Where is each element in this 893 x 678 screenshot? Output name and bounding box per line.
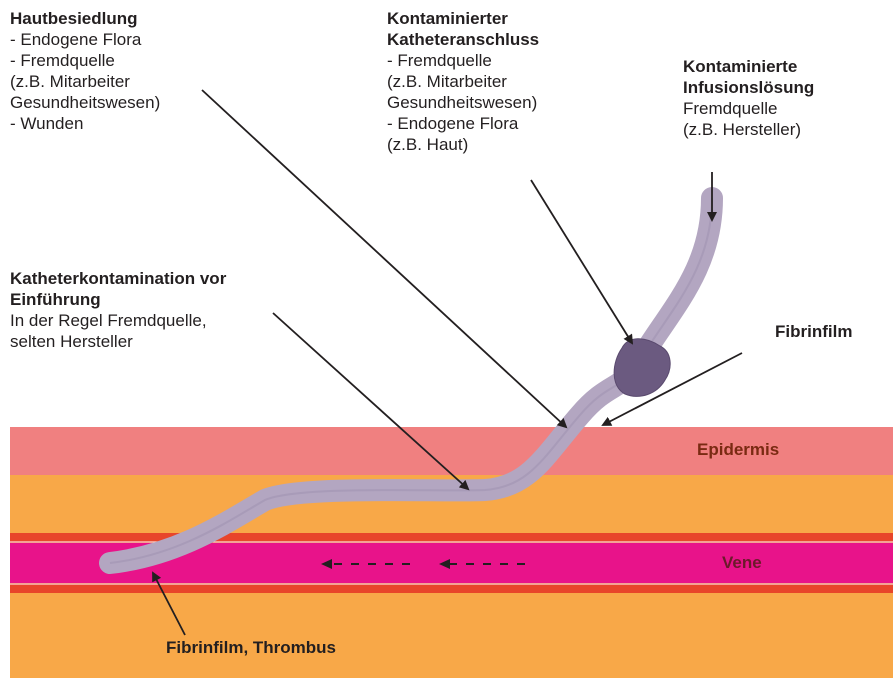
layer-label-epidermis: Epidermis <box>697 440 779 460</box>
label-line: Fremdquelle <box>683 98 814 119</box>
label-katheteranschluss-title-1: Kontaminierter <box>387 8 539 29</box>
label-infusionsloesung-title-1: Kontaminierte <box>683 56 814 77</box>
label-line: Gesundheitswesen) <box>387 92 539 113</box>
label-fibrinfilm-title: Fibrinfilm <box>775 321 852 342</box>
label-line: - Fremdquelle <box>10 50 160 71</box>
label-line: - Endogene Flora <box>10 29 160 50</box>
catheter-hub <box>614 339 670 397</box>
label-fibrinfilm: Fibrinfilm <box>775 321 852 342</box>
label-line: (z.B. Haut) <box>387 134 539 155</box>
label-line: (z.B. Hersteller) <box>683 119 814 140</box>
label-katheteranschluss: Kontaminierter Katheteranschluss - Fremd… <box>387 8 539 155</box>
label-line: (z.B. Mitarbeiter <box>10 71 160 92</box>
label-line: In der Regel Fremdquelle, <box>10 310 226 331</box>
label-katheterkontamination-title-2: Einführung <box>10 289 226 310</box>
label-infusionsloesung: Kontaminierte Infusionslösung Fremdquell… <box>683 56 814 140</box>
label-line: - Endogene Flora <box>387 113 539 134</box>
layer-label-vene: Vene <box>722 553 762 573</box>
label-fibrinfilm-thrombus-title: Fibrinfilm, Thrombus <box>166 637 336 658</box>
label-line: selten Hersteller <box>10 331 226 352</box>
label-line: (z.B. Mitarbeiter <box>387 71 539 92</box>
tissue-layer-lower <box>10 593 893 678</box>
arrow-katheteranschluss <box>531 180 632 343</box>
label-fibrinfilm-thrombus: Fibrinfilm, Thrombus <box>166 637 336 658</box>
label-line: - Fremdquelle <box>387 50 539 71</box>
label-hautbesiedlung: Hautbesiedlung - Endogene Flora - Fremdq… <box>10 8 160 134</box>
label-line: - Wunden <box>10 113 160 134</box>
label-katheterkontamination-title-1: Katheterkontamination vor <box>10 268 226 289</box>
label-infusionsloesung-title-2: Infusionslösung <box>683 77 814 98</box>
label-hautbesiedlung-title: Hautbesiedlung <box>10 8 160 29</box>
label-line: Gesundheitswesen) <box>10 92 160 113</box>
label-katheteranschluss-title-2: Katheteranschluss <box>387 29 539 50</box>
label-katheterkontamination: Katheterkontamination vor Einführung In … <box>10 268 226 352</box>
